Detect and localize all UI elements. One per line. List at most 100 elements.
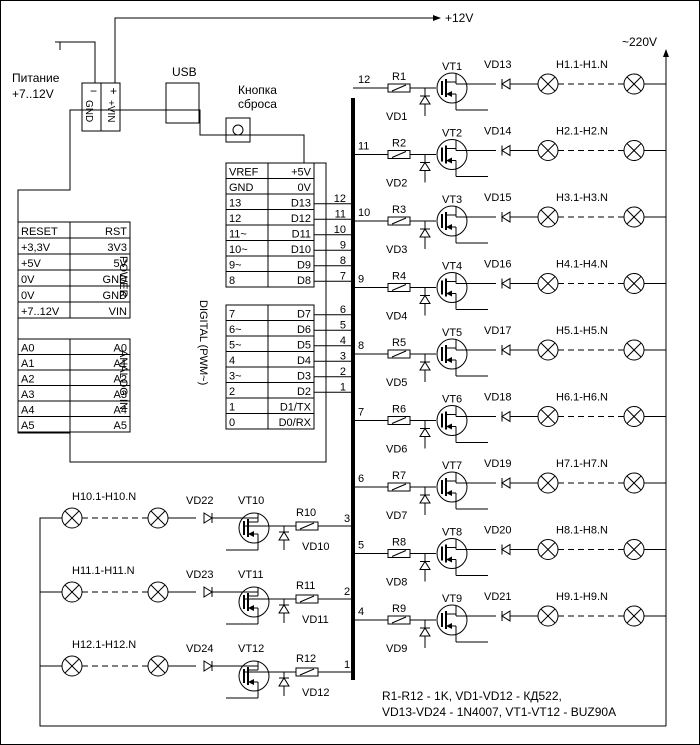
jack-vin-label: +VIN (105, 100, 116, 123)
digital-top-pin-right: D11 (292, 229, 311, 241)
digital-top-pin-left: 11~ (229, 229, 247, 241)
protection-diode-symbol (278, 677, 290, 687)
protection-diode-label: VD1 (386, 111, 407, 123)
resistor-label: R10 (296, 507, 316, 519)
lamp-cross (150, 584, 166, 600)
power-pin-left: RESET (21, 226, 58, 238)
channel-bus-number: 9 (358, 274, 364, 286)
resistor-label: R11 (296, 580, 315, 592)
lamp-group-label: H11.1-H11.N (72, 565, 135, 577)
analog-pin-right: A0 (114, 343, 127, 355)
mosfet-arrow (446, 623, 452, 629)
digital-top-pin-left: GND (229, 182, 254, 194)
protection-diode-label: VD6 (386, 444, 407, 456)
mosfet-arrow (446, 490, 452, 496)
lamp-cross (626, 475, 642, 491)
digital-top-bus-number: 9 (340, 239, 346, 251)
digital-bottom-pin-left: 0 (229, 417, 235, 429)
digital-bottom-pin-left: 7 (229, 309, 235, 321)
lamp-cross (540, 409, 556, 424)
digital-bottom-bus-number: 2 (340, 366, 346, 378)
analog-pin-left: A4 (21, 405, 34, 417)
board-wiring (17, 15, 669, 727)
mosfet-body (436, 471, 468, 503)
digital-top-pin-left: VREF (229, 167, 259, 179)
diode-symbol (501, 543, 511, 556)
power-pin-right: 5V (114, 258, 128, 270)
mosfet-body (436, 205, 468, 237)
mosfet-body (436, 272, 468, 303)
lamp-cross (540, 475, 556, 491)
transistor-label: VT10 (238, 495, 264, 507)
diode-symbol (203, 586, 213, 598)
mosfet-arrow (446, 556, 452, 563)
digital-bottom-pin-right: D2 (297, 386, 311, 398)
transistor-label: VT3 (442, 194, 462, 206)
resistor-slash (391, 483, 407, 491)
series-diode-label: VD14 (484, 126, 512, 138)
analog-pin-right: A3 (114, 389, 127, 401)
series-diode-label: VD13 (484, 59, 512, 71)
lamp-cross (626, 76, 642, 92)
lamp-cross (626, 143, 642, 158)
reset-button-label: Кнопка (238, 83, 277, 97)
channel-bus-number: 5 (358, 540, 364, 552)
jack-plus-label: + (110, 84, 117, 98)
power-pin-left: +5V (21, 258, 42, 270)
lamp-group-label: H7.1-H7.N (556, 458, 608, 470)
digital-bottom-pin-right: D1/TX (280, 402, 312, 414)
analog-pin-left: A0 (21, 343, 34, 355)
digital-bottom-bus-number: 1 (340, 381, 346, 393)
resistor-slash (299, 595, 315, 603)
lamp-cross (540, 608, 556, 624)
analog-pin-left: A3 (21, 389, 34, 401)
protection-diode-symbol (419, 228, 431, 238)
lamp-cross (626, 276, 642, 291)
transistor-label: VT8 (442, 527, 462, 539)
digital-bottom-pin-left: 4 (229, 355, 235, 367)
digital-top-pin-left: 8 (229, 275, 235, 287)
series-diode-label: VD17 (484, 325, 512, 337)
digital-header: DIGITAL (PWM~) (197, 300, 209, 385)
resistor-slash (299, 522, 315, 530)
mosfet-body (436, 72, 468, 104)
protection-diode-label: VD2 (386, 178, 407, 190)
protection-diode-label: VD5 (386, 377, 407, 389)
lamp-cross (540, 342, 556, 358)
power-pin-right: GND (103, 274, 128, 286)
lamp-cross (540, 209, 556, 225)
analog-pin-left: A5 (21, 420, 34, 432)
series-diode-label: VD19 (484, 458, 512, 470)
analog-header: ANALOG IN (117, 350, 129, 410)
protection-diode-label: VD10 (302, 541, 330, 553)
diode-symbol (501, 144, 511, 157)
digital-top-pin-right: D9 (297, 260, 311, 272)
transistor-label: VT12 (238, 643, 264, 655)
protection-diode-label: VD9 (386, 643, 407, 655)
mosfet-arrow (446, 91, 452, 97)
channel-bus-number: 7 (358, 407, 364, 419)
mosfet-arrow (446, 157, 452, 164)
lamp-cross (64, 510, 80, 526)
mosfet-body (436, 604, 468, 636)
transistor-label: VT4 (442, 261, 462, 273)
resistor-slash (391, 616, 407, 624)
protection-diode-symbol (278, 604, 290, 614)
power-pin-right: RST (105, 226, 127, 238)
digital-bottom-pin-left: 5~ (229, 340, 242, 352)
digital-bottom-pin-right: D5 (297, 340, 311, 352)
lamp-group-label: H5.1-H5.N (556, 325, 608, 337)
digital-top-bus-number: 7 (340, 270, 346, 282)
series-diode-label: VD23 (186, 569, 214, 581)
resistor-label: R4 (392, 271, 406, 283)
lamp-group-label: H8.1-H8.N (556, 525, 608, 537)
protection-diode-symbol (419, 95, 431, 105)
digital-bottom-pin-right: D6 (297, 324, 311, 336)
lamp-cross (626, 542, 642, 557)
mosfet-arrow (446, 290, 452, 297)
